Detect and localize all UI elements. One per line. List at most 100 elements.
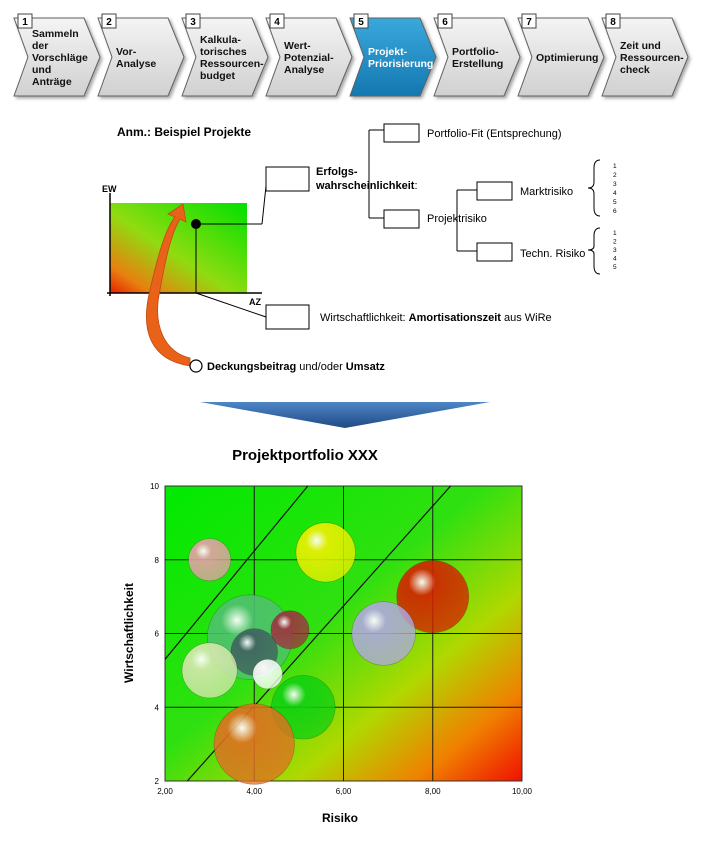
step-label-line: Erstellung (452, 58, 503, 70)
step-label-line: Potenzial- (284, 52, 334, 64)
step-chevron (433, 17, 521, 97)
step-number: 4 (274, 17, 280, 28)
x-tick-label: 2,00 (157, 787, 173, 796)
step-label-line: Portfolio- (452, 46, 499, 58)
step-label-line: Vorschläge (32, 52, 88, 64)
y-tick-label: 4 (155, 703, 160, 712)
portfolio-fit-box (383, 123, 420, 143)
step-number-box (521, 13, 537, 29)
wirt-box (265, 304, 310, 330)
bubble (181, 642, 238, 699)
bubble (295, 522, 356, 583)
step-number: 7 (526, 17, 532, 28)
techn-scale-value: 2 (613, 239, 617, 246)
portfolio-fit-label: Portfolio-Fit (Entsprechung) (427, 128, 562, 140)
step-number-box (101, 13, 117, 29)
step-number: 8 (610, 17, 616, 28)
erfolg-label-2: wahrscheinlichkeit: (315, 180, 418, 192)
deckung-circle (189, 359, 203, 373)
y-tick-label: 10 (150, 482, 159, 491)
y-tick-label: 8 (155, 556, 160, 565)
step-label-line: und (32, 64, 51, 76)
y-tick-label: 6 (155, 630, 160, 639)
erfolg-label-1: Erfolgs- (316, 166, 358, 178)
techn-scale-value: 3 (613, 247, 617, 254)
bubble (213, 703, 295, 785)
x-axis-label: Risiko (322, 811, 358, 825)
techn-risiko-label: Techn. Risiko (520, 248, 585, 260)
bubble (351, 601, 416, 666)
markt-scale-value: 3 (613, 181, 617, 188)
step-number: 3 (190, 17, 196, 28)
step-chevron (601, 17, 689, 97)
step-number-box (605, 13, 621, 29)
x-tick-label: 10,00 (512, 787, 533, 796)
techn-scale-value: 1 (613, 230, 617, 237)
step-label-line: Analyse (284, 64, 324, 76)
step-label-line: Ressourcen- (200, 58, 264, 70)
step-number: 2 (106, 17, 112, 28)
step-chevron (181, 17, 269, 97)
down-banner (200, 402, 490, 428)
connector-wirt (195, 292, 267, 318)
step-number-box (437, 13, 453, 29)
step-label-line: Optimierung (536, 52, 598, 64)
x-tick-label: 4,00 (246, 787, 262, 796)
step-label-line: Ressourcen- (620, 52, 684, 64)
step-chevron (13, 17, 101, 97)
markt-scale-value: 5 (613, 199, 617, 206)
marktrisiko-box (476, 181, 513, 201)
project-point (191, 219, 201, 229)
mini-x-label: AZ (249, 297, 261, 307)
x-tick-label: 6,00 (336, 787, 352, 796)
step-label-line: budget (200, 70, 235, 82)
step-chevron (97, 17, 185, 97)
diagonal-line (164, 485, 309, 660)
step-chevron (517, 17, 605, 97)
mini-y-label: EW (102, 184, 117, 194)
step-chevron (349, 17, 437, 97)
step-number-box (185, 13, 201, 29)
techn-scale: 1 23 45 (613, 230, 617, 271)
markt-scale-value: 6 (613, 208, 617, 215)
step-number-box (269, 13, 285, 29)
wirt-label: Wirtschaftlichkeit: Amortisationszeit au… (320, 312, 552, 324)
step-label-line: Zeit und (620, 40, 661, 52)
curved-orange-arrow (146, 203, 191, 367)
step-label-line: Analyse (116, 58, 156, 70)
techn-scale-value: 5 (613, 264, 617, 271)
plot-border (164, 485, 523, 782)
step-number: 1 (22, 17, 28, 28)
step-label-line: der (32, 40, 48, 52)
step-number: 6 (442, 17, 448, 28)
markt-bracket (587, 159, 601, 217)
markt-scale-value: 4 (613, 190, 617, 197)
step-chevron (265, 17, 353, 97)
step-number-box (353, 13, 369, 29)
markt-scale-value: 1 (613, 163, 617, 170)
erfolg-box (265, 166, 310, 192)
diagram-note: Anm.: Beispiel Projekte (117, 125, 251, 139)
step-label-line: Anträge (32, 76, 72, 88)
step-label-line: torisches (200, 46, 247, 58)
bubble (188, 538, 232, 582)
techn-scale-value: 4 (613, 256, 617, 263)
step-number-box (17, 13, 33, 29)
deckung-text: Deckungsbeitrag und/oder Umsatz (207, 361, 385, 373)
evaluation-diagram: Anm.: Beispiel Projekte EW AZ Deckungsbe… (102, 123, 617, 373)
step-label-line: Sammeln (32, 28, 79, 40)
process-steps: 1SammelnderVorschlägeundAnträge2Vor-Anal… (13, 13, 689, 97)
